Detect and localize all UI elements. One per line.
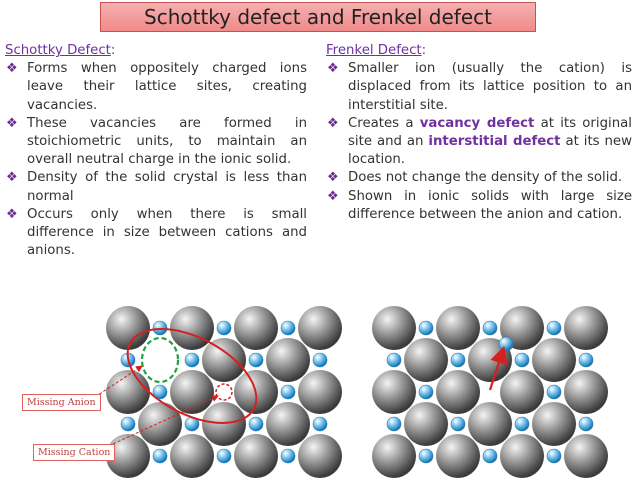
anion-vacancy bbox=[140, 336, 180, 384]
missing-cation-pointer bbox=[103, 395, 219, 449]
frenkel-heading: Frenkel Defect bbox=[326, 43, 422, 58]
cation-sphere bbox=[216, 448, 232, 464]
schottky-column: Schottky Defect: ❖Forms when oppositely … bbox=[5, 42, 307, 260]
missing-anion-label: Missing Anion bbox=[22, 394, 101, 411]
cation-sphere bbox=[450, 352, 466, 368]
anion-sphere bbox=[468, 402, 512, 446]
list-item: ❖Density of the solid crystal is less th… bbox=[6, 170, 307, 204]
schottky-pair-ring bbox=[126, 328, 258, 424]
cation-sphere bbox=[514, 352, 530, 368]
cation-sphere bbox=[578, 352, 594, 368]
list-item: ❖Does not change the density of the soli… bbox=[326, 169, 632, 187]
bullet-diamond-icon: ❖ bbox=[327, 188, 339, 204]
list-item: ❖These vacancies are formed in stoichiom… bbox=[6, 115, 307, 168]
cation-sphere bbox=[482, 448, 498, 464]
cation-sphere bbox=[312, 352, 328, 368]
cation-sphere bbox=[248, 352, 264, 368]
anion-sphere bbox=[372, 434, 416, 478]
cation-sphere bbox=[184, 352, 200, 368]
list-item: ❖Forms when oppositely charged ions leav… bbox=[6, 61, 307, 113]
cation-sphere bbox=[482, 320, 498, 336]
cation-sphere bbox=[280, 448, 296, 464]
anion-sphere bbox=[564, 370, 608, 414]
cation-sphere bbox=[120, 416, 136, 432]
missing-cation-label: Missing Cation bbox=[33, 444, 116, 461]
bullet-diamond-icon: ❖ bbox=[327, 61, 339, 77]
anion-sphere bbox=[202, 338, 246, 382]
list-item: ❖Smaller ion (usually the cation) is dis… bbox=[327, 61, 632, 113]
anion-sphere bbox=[234, 306, 278, 350]
anion-sphere bbox=[532, 338, 576, 382]
frenkel-heading-row: Frenkel Defect: bbox=[326, 43, 427, 58]
bullet-diamond-icon: ❖ bbox=[6, 170, 18, 186]
cation-sphere bbox=[312, 416, 328, 432]
list-item: ❖Creates a vacancy defect at its origina… bbox=[327, 115, 632, 168]
schottky-heading: Schottky Defect bbox=[5, 43, 111, 58]
anion-sphere bbox=[170, 306, 214, 350]
anion-sphere bbox=[404, 338, 448, 382]
anion-sphere bbox=[106, 434, 150, 478]
schottky-heading-row: Schottky Defect: bbox=[5, 43, 116, 58]
cation-sphere bbox=[418, 384, 434, 400]
anion-sphere bbox=[138, 402, 182, 446]
cation-vacancy bbox=[215, 383, 233, 401]
anion-sphere bbox=[564, 306, 608, 350]
cation-sphere bbox=[152, 384, 168, 400]
anion-sphere bbox=[298, 370, 342, 414]
frenkel-bullets: ❖Smaller ion (usually the cation) is dis… bbox=[326, 60, 632, 224]
anion-sphere bbox=[170, 370, 214, 414]
cation-sphere bbox=[386, 352, 402, 368]
cation-sphere bbox=[216, 320, 232, 336]
anion-sphere bbox=[500, 370, 544, 414]
anion-sphere bbox=[298, 306, 342, 350]
anion-sphere bbox=[106, 306, 150, 350]
cation-sphere bbox=[546, 320, 562, 336]
bullet-diamond-icon: ❖ bbox=[327, 115, 339, 131]
anion-sphere bbox=[234, 434, 278, 478]
bullet-diamond-icon: ❖ bbox=[6, 206, 18, 222]
cation-sphere bbox=[152, 448, 168, 464]
interstitial-cation bbox=[498, 336, 514, 352]
anion-sphere bbox=[436, 306, 480, 350]
cation-sphere bbox=[418, 448, 434, 464]
missing-anion-pointer bbox=[94, 365, 143, 398]
anion-sphere bbox=[266, 338, 310, 382]
list-item: ❖Shown in ionic solids with large size d… bbox=[327, 188, 632, 222]
cation-sphere bbox=[450, 416, 466, 432]
anion-sphere bbox=[372, 306, 416, 350]
slide-title-text: Schottky defect and Frenkel defect bbox=[144, 5, 492, 29]
anion-sphere bbox=[298, 434, 342, 478]
cation-sphere bbox=[152, 320, 168, 336]
cation-sphere bbox=[418, 320, 434, 336]
cation-sphere bbox=[578, 416, 594, 432]
anion-sphere bbox=[372, 370, 416, 414]
cation-sphere bbox=[386, 416, 402, 432]
slide-title: Schottky defect and Frenkel defect bbox=[100, 2, 536, 32]
cation-sphere bbox=[546, 384, 562, 400]
list-item: ❖Occurs only when there is small differe… bbox=[6, 206, 307, 259]
frenkel-displacement-arrow bbox=[488, 345, 508, 391]
cation-sphere bbox=[280, 384, 296, 400]
anion-sphere bbox=[202, 402, 246, 446]
bullet-diamond-icon: ❖ bbox=[6, 115, 18, 131]
cation-sphere bbox=[280, 320, 296, 336]
anion-sphere bbox=[532, 402, 576, 446]
anion-sphere bbox=[500, 434, 544, 478]
anion-sphere bbox=[436, 434, 480, 478]
schottky-bullets: ❖Forms when oppositely charged ions leav… bbox=[5, 60, 307, 260]
anion-sphere bbox=[436, 370, 480, 414]
bullet-diamond-icon: ❖ bbox=[6, 61, 18, 77]
bullet-diamond-icon: ❖ bbox=[327, 170, 339, 186]
anion-sphere bbox=[106, 370, 150, 414]
frenkel-column: Frenkel Defect: ❖Smaller ion (usually th… bbox=[326, 42, 632, 224]
anion-sphere bbox=[266, 402, 310, 446]
cation-sphere bbox=[546, 448, 562, 464]
cation-sphere bbox=[248, 416, 264, 432]
anion-sphere bbox=[404, 402, 448, 446]
cation-sphere bbox=[514, 416, 530, 432]
anion-sphere bbox=[564, 434, 608, 478]
anion-sphere bbox=[170, 434, 214, 478]
